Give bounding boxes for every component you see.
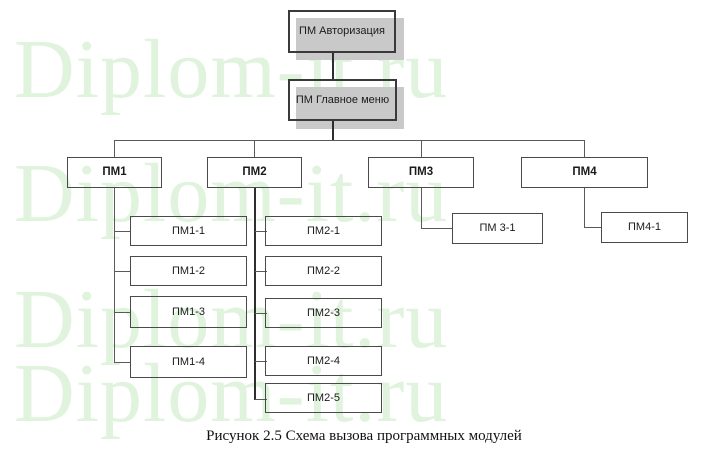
connector-pm1-1-stub [114, 231, 131, 232]
connector-pm2-1-stub [255, 231, 267, 232]
connector-drop-pm3 [421, 140, 422, 158]
node-pm1[interactable]: ПМ1 [67, 157, 162, 188]
connector-pm1-4-stub [114, 362, 131, 363]
node-label: ПМ Главное меню [295, 93, 390, 106]
node-label: ПМ Авторизация [299, 25, 385, 37]
connector-drop-pm2 [254, 140, 255, 158]
node-label: ПМ1-2 [172, 264, 205, 277]
node-pm4-1[interactable]: ПМ4-1 [601, 212, 688, 243]
menu-box-shadow [296, 87, 404, 129]
node-pm4[interactable]: ПМ4 [521, 157, 648, 188]
root-box-shadow [296, 18, 404, 60]
node-pm1-2[interactable]: ПМ1-2 [130, 256, 247, 286]
node-label: ПМ2-1 [307, 224, 340, 237]
connector-pm2-4-stub [255, 361, 267, 362]
node-pm-main-menu[interactable]: ПМ Главное меню [288, 79, 397, 121]
connector-drop-pm4 [584, 140, 585, 158]
connector-pm2-2-stub [255, 271, 267, 272]
node-pm2-4[interactable]: ПМ2-4 [265, 346, 382, 376]
node-label: ПМ4-1 [628, 221, 661, 233]
connector-menu-trunk [332, 121, 334, 141]
connector-pm3-1-stub [421, 228, 452, 229]
node-pm3-1[interactable]: ПМ 3-1 [452, 213, 543, 244]
node-label: ПМ2-5 [307, 391, 340, 404]
connector-spine-pm4 [584, 188, 585, 228]
node-label: ПМ4 [572, 165, 597, 178]
node-label: ПМ 3-1 [479, 222, 516, 234]
node-pm1-1[interactable]: ПМ1-1 [130, 216, 247, 246]
node-label: ПМ3 [408, 165, 434, 178]
node-pm1-4[interactable]: ПМ1-4 [130, 346, 247, 378]
connector-spine-pm2 [254, 188, 256, 400]
node-label: ПМ1-3 [172, 305, 205, 318]
node-pm2[interactable]: ПМ2 [207, 157, 302, 188]
connector-pm2-3-stub [255, 313, 267, 314]
node-pm2-3[interactable]: ПМ2-3 [265, 298, 382, 328]
node-label: ПМ2-3 [307, 306, 340, 319]
connector-pm2-5-stub [255, 399, 267, 400]
node-pm3[interactable]: ПМ3 [368, 157, 474, 188]
node-label: ПМ1-4 [172, 355, 205, 368]
connector-pm1-2-stub [114, 271, 131, 272]
connector-spine-pm1 [114, 188, 115, 363]
connector-level2-bus [114, 140, 585, 141]
node-pm-authorization[interactable]: ПМ Авторизация [288, 10, 396, 53]
node-label: ПМ1 [102, 165, 127, 178]
connector-drop-pm1 [114, 140, 115, 158]
connector-root-to-menu [332, 53, 334, 79]
node-label: ПМ1-1 [172, 224, 205, 237]
connector-pm1-3-stub [114, 312, 131, 313]
node-label: ПМ2 [242, 165, 267, 178]
connector-pm4-1-stub [584, 227, 602, 228]
connector-spine-pm3 [421, 188, 422, 229]
node-label: ПМ2-2 [307, 264, 340, 277]
node-pm2-1[interactable]: ПМ2-1 [265, 216, 382, 246]
node-label: ПМ2-4 [307, 354, 340, 367]
figure-caption: Рисунок 2.5 Схема вызова программных мод… [206, 428, 522, 444]
node-pm2-2[interactable]: ПМ2-2 [265, 256, 382, 286]
node-pm2-5[interactable]: ПМ2-5 [265, 383, 382, 413]
node-pm1-3[interactable]: ПМ1-3 [130, 296, 247, 328]
